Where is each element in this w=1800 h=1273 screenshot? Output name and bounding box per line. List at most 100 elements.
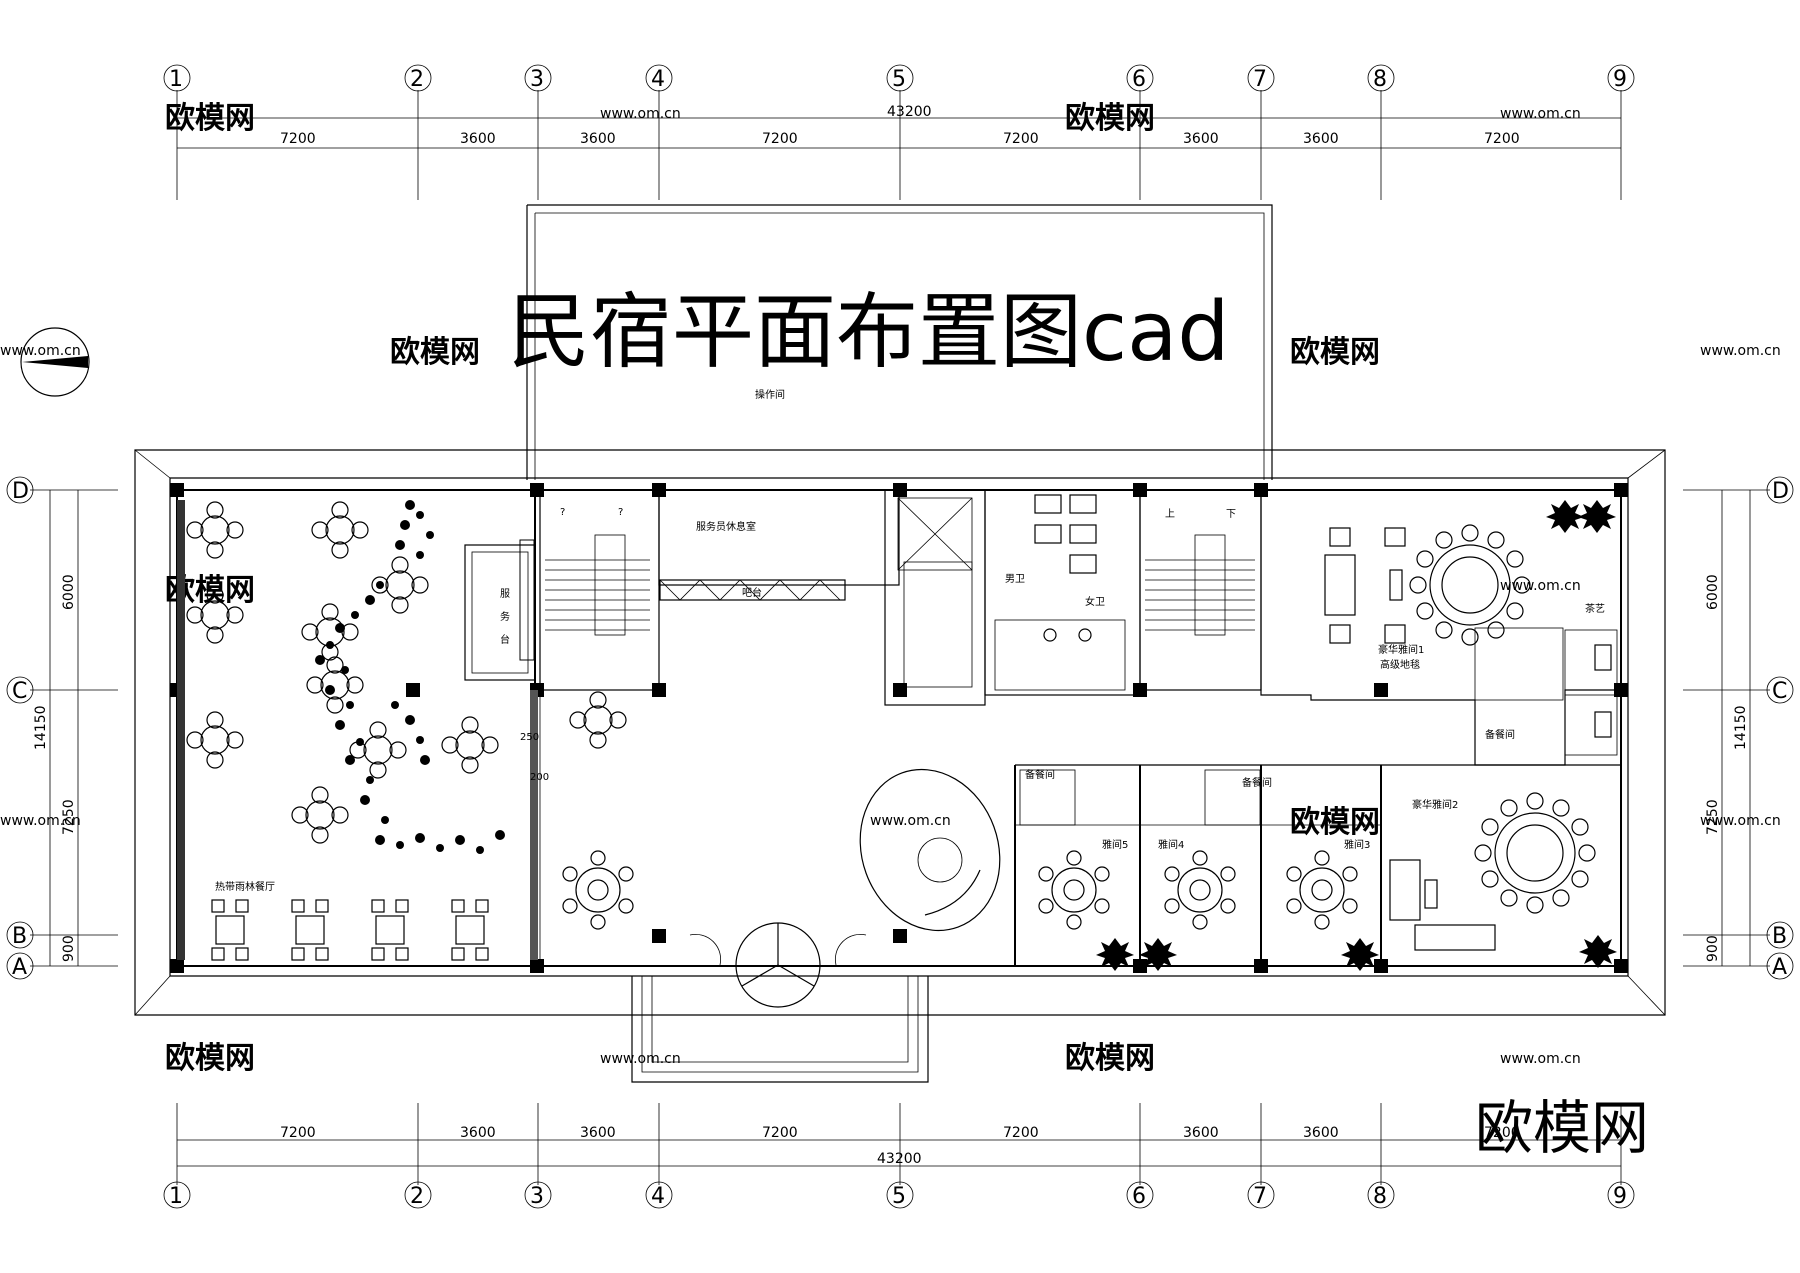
dim-span: 7200	[280, 131, 316, 147]
grid-label: 3	[530, 67, 544, 92]
grid-label: 7	[1253, 1184, 1267, 1209]
grid-label: 2	[410, 1184, 424, 1209]
dim-right-total: 14150	[1733, 705, 1749, 750]
dim-total-top: 43200	[887, 104, 932, 120]
watermark-url: www.om.cn	[600, 106, 681, 122]
room-label-room3: 雅间3	[1344, 838, 1370, 851]
stair-up-label: 上	[1165, 508, 1175, 520]
revolving-door-icon	[689, 922, 867, 1008]
watermark-logo: 欧模网	[165, 101, 255, 136]
grid-label: 9	[1613, 67, 1627, 92]
grid-label: 9	[1613, 1184, 1627, 1209]
room-label-room5: 雅间5	[1102, 838, 1128, 851]
square-table-group	[211, 899, 489, 961]
dim-note: 200	[530, 772, 549, 783]
grid-label: C	[12, 679, 27, 704]
room-label-reception: 服	[500, 588, 510, 600]
watermark-url: www.om.cn	[1700, 813, 1781, 829]
room-label-luxury2: 豪华雅间2	[1412, 798, 1458, 811]
room-label-work-room: 操作间	[755, 388, 785, 401]
dim-note: 250	[520, 732, 539, 743]
dim-right-span: 6000	[1705, 574, 1721, 610]
grid-label: C	[1772, 679, 1787, 704]
dim-span: 7200	[1003, 131, 1039, 147]
lounge-seating	[859, 768, 1001, 932]
watermark-logo: 欧模网	[1065, 101, 1155, 136]
grid-label: 7	[1253, 67, 1267, 92]
grid-label: 4	[651, 67, 665, 92]
dim-span: 3600	[1303, 131, 1339, 147]
room-label-carpet: 高级地毯	[1380, 658, 1420, 671]
room-label-bar: 吧台	[742, 586, 762, 599]
dim-left-span: 900	[61, 935, 77, 962]
reception-desk	[464, 544, 536, 681]
dim-span: 7200	[280, 1125, 316, 1141]
top-dimensions: 43200 7200 3600 3600 7200 7200 3600 3600…	[176, 90, 1622, 200]
watermark-logo: 欧模网	[390, 335, 480, 370]
dim-left-span: 6000	[61, 574, 77, 610]
watermark-url: www.om.cn	[1500, 578, 1581, 594]
watermark-logo: 欧模网	[1290, 805, 1380, 840]
north-arrow-icon	[20, 327, 90, 397]
grid-bubbles-bottom: 1 2 3 4 5 6 7 8 9	[163, 1181, 1635, 1209]
room-label-room4: 雅间4	[1158, 838, 1184, 851]
grid-label: D	[1772, 479, 1789, 504]
brand-logo-text: 欧模网	[1475, 1094, 1649, 1162]
watermark-url: www.om.cn	[1500, 106, 1581, 122]
room-label-luxury1: 豪华雅间1	[1378, 643, 1424, 656]
dim-span: 3600	[580, 1125, 616, 1141]
watermark-logo: 欧模网	[165, 1041, 255, 1076]
room-label-tea: 茶艺	[1585, 602, 1605, 615]
grid-label: B	[1772, 924, 1787, 949]
stair-note: ?	[560, 507, 565, 518]
grid-label: A	[1772, 955, 1787, 980]
dim-span: 7200	[762, 131, 798, 147]
bar-counter	[659, 579, 846, 601]
room-label-rainforest: 热带雨林餐厅	[215, 880, 275, 893]
grid-label: 1	[169, 67, 183, 92]
grid-bubbles-top: 1 2 3 4 5 6 7 8 9	[163, 64, 1635, 92]
building-outline	[134, 204, 1666, 1083]
dining-table-group	[186, 501, 627, 844]
dim-span: 3600	[460, 131, 496, 147]
room-label-staff-lounge: 服务员休息室	[696, 520, 756, 533]
planter-strip	[177, 500, 538, 960]
stair-treads	[545, 534, 1255, 636]
room-label-reception: 台	[500, 633, 510, 646]
drawing-title: 民宿平面布置图cad	[508, 285, 1229, 380]
grid-label: 6	[1132, 67, 1146, 92]
grid-label: D	[12, 479, 29, 504]
interior-walls	[170, 489, 1628, 967]
watermark-url: www.om.cn	[0, 343, 81, 359]
room-label-men-wc: 男卫	[1005, 573, 1025, 585]
garden-stone-cluster	[315, 500, 505, 854]
dim-left-span: 7250	[61, 799, 77, 835]
room-label-prep: 备餐间	[1025, 768, 1055, 781]
watermark-layer: 欧模网 www.om.cn 欧模网 www.om.cn 欧模网 欧模网 www.…	[0, 101, 1781, 1076]
watermark-url: www.om.cn	[0, 813, 81, 829]
grid-label: 8	[1373, 1184, 1387, 1209]
dim-right-span: 900	[1705, 935, 1721, 962]
banquet-table-group	[562, 524, 1596, 930]
left-dimensions: 14150 6000 7250 900 D C B A	[6, 476, 118, 980]
right-dimensions: 6000 7250 900 14150 D C B A	[1683, 476, 1794, 980]
grid-label: 4	[651, 1184, 665, 1209]
dim-span: 7200	[1484, 1125, 1520, 1141]
grid-label: 1	[169, 1184, 183, 1209]
room-label-prep: 备餐间	[1485, 728, 1515, 741]
room-label-prep: 备餐间	[1242, 776, 1272, 789]
grid-label: 5	[892, 1184, 906, 1209]
room-label-women-wc: 女卫	[1085, 595, 1105, 608]
dim-span: 3600	[1183, 131, 1219, 147]
grid-label: B	[12, 924, 27, 949]
dim-span: 7200	[1003, 1125, 1039, 1141]
stair-note: ?	[618, 507, 623, 518]
watermark-url: www.om.cn	[600, 1051, 681, 1067]
dim-span: 7200	[762, 1125, 798, 1141]
watermark-url: www.om.cn	[870, 813, 951, 829]
watermark-url: www.om.cn	[1500, 1051, 1581, 1067]
grid-label: 6	[1132, 1184, 1146, 1209]
dim-span: 3600	[580, 131, 616, 147]
dim-right-span: 7250	[1705, 799, 1721, 835]
